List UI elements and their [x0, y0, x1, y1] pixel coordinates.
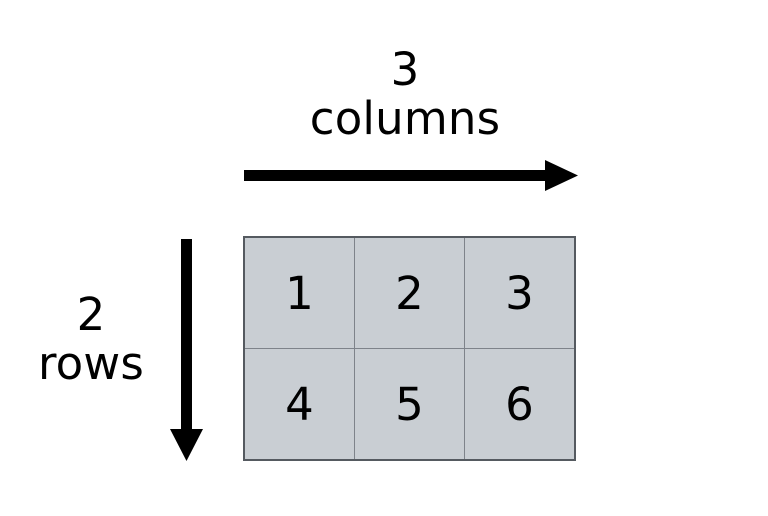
table-row: 4 5 6 — [243, 348, 576, 461]
columns-count: 3 — [390, 43, 420, 96]
grid-cell[interactable]: 3 — [464, 236, 576, 349]
table-row: 1 2 3 — [243, 236, 576, 349]
rows-noun: rows — [37, 336, 145, 390]
columns-label: 3 columns — [255, 43, 555, 145]
grid-cell[interactable]: 4 — [243, 348, 355, 461]
columns-noun: columns — [309, 91, 501, 145]
grid-cell[interactable]: 5 — [354, 348, 465, 461]
grid-cell[interactable]: 6 — [464, 348, 576, 461]
grid-cell[interactable]: 1 — [243, 236, 355, 349]
grid-cell[interactable]: 2 — [354, 236, 465, 349]
grid-table: 1 2 3 4 5 6 — [243, 236, 576, 461]
rows-label: 2 rows — [0, 288, 182, 390]
rows-count: 2 — [76, 288, 106, 341]
grid-body: 1 2 3 4 5 6 — [243, 236, 576, 461]
columns-arrow-right-icon — [244, 160, 578, 191]
rows-arrow-down-icon — [170, 239, 203, 461]
